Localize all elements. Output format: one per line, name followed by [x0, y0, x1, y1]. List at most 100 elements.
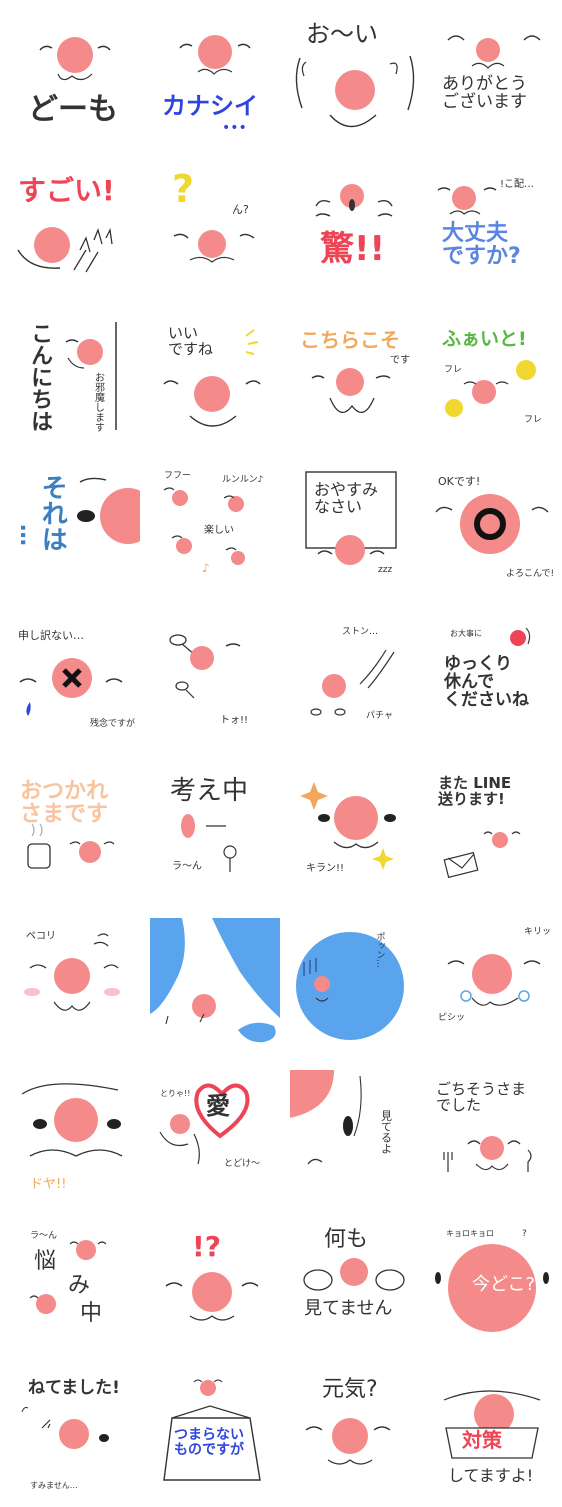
sticker-text: 考え中 — [170, 776, 249, 806]
sticker-4[interactable]: ありがとう ございます — [428, 10, 558, 145]
bird-face-illustration — [165, 1272, 259, 1321]
bird-face-illustration — [29, 1240, 107, 1314]
sticker-text: キリッ — [524, 927, 552, 937]
sticker-27[interactable]: ポッン… — [290, 918, 420, 1053]
sticker-17[interactable]: 申し訳ない… 残念ですが — [10, 614, 140, 749]
sticker-text: すみません… — [30, 1481, 78, 1490]
sticker-2[interactable]: ••• カナシイ — [150, 10, 280, 145]
bird-face-illustration — [295, 55, 415, 128]
sticker-text: ねてました! — [28, 1378, 120, 1398]
sticker-text: してますよ! — [448, 1466, 534, 1485]
sticker-28[interactable]: キリッ ピシッ — [428, 918, 558, 1053]
sticker-text: … — [15, 524, 41, 546]
sticker-15[interactable]: おやすみ なさい zzz — [290, 462, 420, 597]
wings-closeup-illustration — [150, 918, 280, 1043]
bird-face-illustration — [305, 1418, 391, 1465]
bird-face-illustration — [445, 360, 536, 417]
sticker-9[interactable]: こんにちは お邪魔します — [10, 312, 140, 447]
sticker-text: カナシイ — [162, 92, 258, 120]
sticker-11[interactable]: こちらこそ です — [290, 312, 420, 447]
sticker-6[interactable]: ? ん? — [150, 160, 280, 295]
sticker-text: ピシッ — [438, 1013, 466, 1023]
bird-face-illustration: ♪ — [163, 487, 245, 575]
sticker-18[interactable]: トォ!! — [150, 614, 280, 749]
sticker-39[interactable]: 元気? — [290, 1372, 420, 1507]
bird-face-illustration — [173, 230, 255, 263]
sticker-text: 何も — [324, 1227, 369, 1252]
sticker-19[interactable]: ストン… パチャ — [290, 614, 420, 749]
sticker-33[interactable]: ラ〜ん 悩 み 中 — [10, 1222, 140, 1357]
sticker-7[interactable]: 驚!! — [290, 160, 420, 295]
sticker-text: お邪魔します — [92, 372, 104, 432]
sticker-3[interactable]: お〜い — [290, 10, 420, 145]
sticker-text: ポッン… — [374, 932, 385, 968]
bird-face-illustration — [311, 368, 391, 414]
sticker-text: ありがとう ございます — [442, 74, 527, 112]
sticker-text: ルンルン♪ — [222, 475, 264, 485]
bird-face-illustration — [443, 831, 521, 879]
sticker-5[interactable]: すごい! — [10, 160, 140, 295]
sticker-text: どーも — [28, 92, 118, 127]
bird-face-illustration — [296, 932, 404, 1040]
sticker-29[interactable]: ドヤ!! — [10, 1070, 140, 1205]
sticker-13[interactable]: それは … — [10, 462, 140, 597]
sticker-text: 残念ですが — [90, 719, 136, 729]
bird-face-illustration — [21, 1407, 109, 1449]
sticker-text: です — [390, 355, 410, 366]
sticker-14[interactable]: ♪ フフー ルンルン♪ 楽しい — [150, 462, 280, 597]
sticker-32[interactable]: ごちそうさま でした — [428, 1070, 558, 1205]
sticker-12[interactable]: ふぁいと! フレ フレ — [428, 312, 558, 447]
bird-face-illustration — [39, 37, 111, 81]
sticker-text: み — [68, 1273, 91, 1298]
sticker-38[interactable]: つまらない ものですが — [150, 1372, 280, 1507]
bird-face-illustration — [300, 782, 396, 870]
sticker-35[interactable]: 何も 見てません — [290, 1222, 420, 1357]
bird-face-illustration — [443, 1136, 532, 1172]
sticker-31[interactable]: 見てるよ — [290, 1070, 420, 1205]
bird-face-illustration — [437, 186, 497, 215]
bird-face-illustration — [17, 227, 113, 273]
sticker-text: !? — [192, 1230, 222, 1263]
sticker-text: ふぁいと! — [442, 328, 527, 350]
sticker-text: ドヤ!! — [30, 1177, 67, 1192]
sticker-text: ストン… — [342, 627, 379, 637]
sticker-text: フフー — [164, 471, 192, 481]
bird-face-illustration — [163, 329, 261, 427]
bird-face-illustration — [447, 954, 541, 1006]
sticker-text: 驚!! — [320, 229, 386, 269]
sticker-23[interactable]: キラン!! — [290, 764, 420, 899]
sticker-text: 見てるよ — [379, 1110, 393, 1154]
sticker-24[interactable]: また LINE 送ります! — [428, 764, 558, 899]
bird-face-illustration — [310, 649, 395, 716]
sticker-16[interactable]: OKです! よろこんで! — [428, 462, 558, 597]
sticker-text: zzz — [378, 565, 393, 575]
sticker-text: ん? — [232, 203, 249, 216]
sticker-20[interactable]: お大事に ゆっくり 休んで くださいね — [428, 614, 558, 749]
sticker-36[interactable]: 今どこ? キョロキョロ ? — [428, 1222, 558, 1357]
sticker-text: とどけ〜 — [224, 1159, 261, 1169]
bird-face-illustration — [447, 35, 541, 69]
sticker-22[interactable]: 考え中 ラ〜ん — [150, 764, 280, 899]
sticker-text: すごい! — [18, 174, 115, 207]
peeking-bird-illustration — [290, 1070, 362, 1165]
sticker-text: 愛 — [206, 1092, 230, 1120]
sticker-25[interactable]: ペコリ — [10, 918, 140, 1053]
sticker-text: つまらない ものですが — [174, 1427, 244, 1458]
sticker-text: 今どこ? — [472, 1274, 536, 1295]
sticker-text: フレ — [444, 365, 463, 375]
sticker-21[interactable]: おつかれ さまです — [10, 764, 140, 899]
sticker-text: 対策 — [462, 1428, 502, 1452]
sticker-26[interactable] — [150, 918, 280, 1053]
svg-text:•••: ••• — [222, 120, 247, 136]
sticker-30[interactable]: 愛 とりゃ!! とどけ〜 — [150, 1070, 280, 1205]
sticker-40[interactable]: 対策 してますよ! — [428, 1372, 558, 1507]
sticker-text: 見てません — [304, 1298, 393, 1319]
sticker-1[interactable]: どーも — [10, 10, 140, 145]
bird-face-illustration — [19, 658, 123, 716]
bird-face-illustration — [435, 1244, 549, 1332]
sticker-37[interactable]: ねてました! すみません… — [10, 1372, 140, 1507]
sticker-10[interactable]: いい ですね — [150, 312, 280, 447]
sticker-34[interactable]: !? — [150, 1222, 280, 1357]
sticker-8[interactable]: !こ配… 大丈夫 ですか? — [428, 160, 558, 295]
